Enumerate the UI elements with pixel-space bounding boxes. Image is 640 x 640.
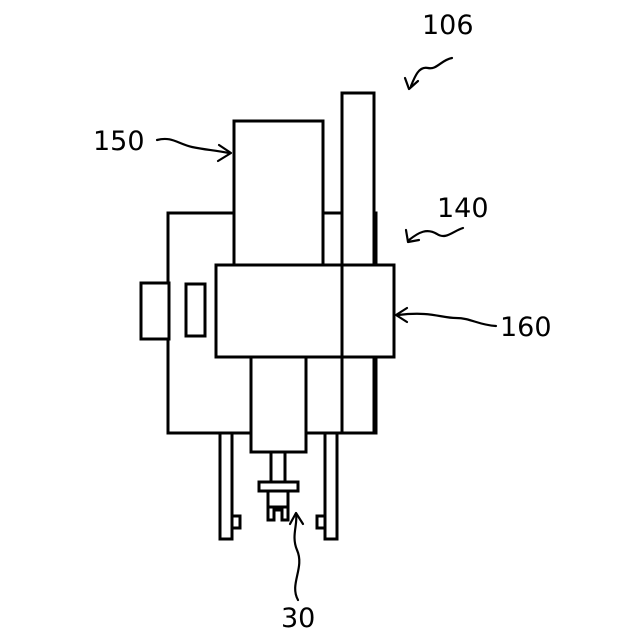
vertical-rail	[342, 93, 374, 433]
leader-140	[409, 228, 463, 240]
leader-30	[295, 514, 300, 600]
ref-160: 160	[500, 312, 552, 343]
ref-106: 106	[422, 10, 474, 41]
lower-column	[251, 356, 306, 452]
gripper-body	[268, 491, 288, 507]
side-slot	[186, 284, 205, 336]
ref-150: 150	[93, 126, 145, 157]
leader-160	[398, 314, 496, 326]
gripper-fingers	[268, 507, 288, 520]
right-leg	[325, 433, 337, 539]
left-leg-pin	[232, 516, 240, 528]
left-leg	[220, 433, 232, 539]
ref-140: 140	[437, 193, 489, 224]
upper-block-150	[234, 121, 323, 266]
ref-30: 30	[281, 603, 315, 634]
horizontal-block-160	[216, 265, 394, 357]
shaft	[271, 452, 285, 482]
right-leg-pin	[317, 516, 325, 528]
leader-150	[157, 139, 229, 153]
side-tab	[141, 283, 169, 339]
